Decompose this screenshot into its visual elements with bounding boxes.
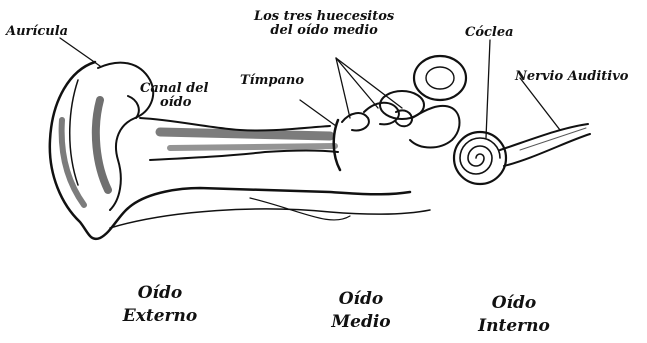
leader-timpano (300, 100, 336, 126)
section-interno-line1: Oído (466, 292, 562, 315)
section-interno-line2: Interno (466, 315, 562, 338)
auricle-rim (70, 80, 78, 185)
section-medio-line2: Medio (318, 311, 404, 334)
section-oido-externo: Oído Externo (112, 282, 208, 328)
semicircular-canal-upper-inner (426, 67, 454, 89)
auditory-nerve-top (500, 124, 588, 150)
label-nervio: Nervio Auditivo (515, 70, 628, 84)
section-oido-medio: Oído Medio (318, 288, 404, 334)
section-medio-line1: Oído (318, 288, 404, 311)
label-timpano: Tímpano (240, 74, 304, 88)
label-huesecitos-line2: del oído medio (254, 24, 394, 38)
malleus (342, 113, 369, 130)
cochlea-outer (454, 132, 506, 184)
head-base-line (110, 209, 430, 228)
label-canal: Canal del oído (140, 82, 208, 109)
leader-nervio (520, 78, 560, 130)
ear-canal-bottom (150, 151, 338, 161)
ear-canal-shade (160, 132, 330, 136)
section-oido-interno: Oído Interno (466, 292, 562, 338)
section-externo-line2: Externo (112, 305, 208, 328)
label-huesecitos: Los tres huecesitos del oído medio (254, 10, 394, 37)
auricle-outline (50, 62, 410, 239)
auditory-nerve-bottom (504, 134, 590, 166)
label-auricula: Aurícula (6, 25, 68, 39)
leader-coclea (486, 40, 490, 138)
ear-canal-shade-2 (170, 146, 335, 148)
leader-auricula (60, 38, 100, 66)
label-huesecitos-line1: Los tres huecesitos (254, 10, 394, 24)
label-canal-line2: oído (140, 96, 208, 110)
section-externo-line1: Oído (112, 282, 208, 305)
semicircular-canal-upper (414, 56, 466, 100)
label-canal-line1: Canal del (140, 82, 208, 96)
cochlea-spiral (460, 138, 500, 174)
tragus (128, 96, 139, 118)
vestibule (410, 106, 460, 148)
auricle-inner-shade (96, 100, 108, 190)
label-coclea: Cóclea (465, 26, 514, 40)
